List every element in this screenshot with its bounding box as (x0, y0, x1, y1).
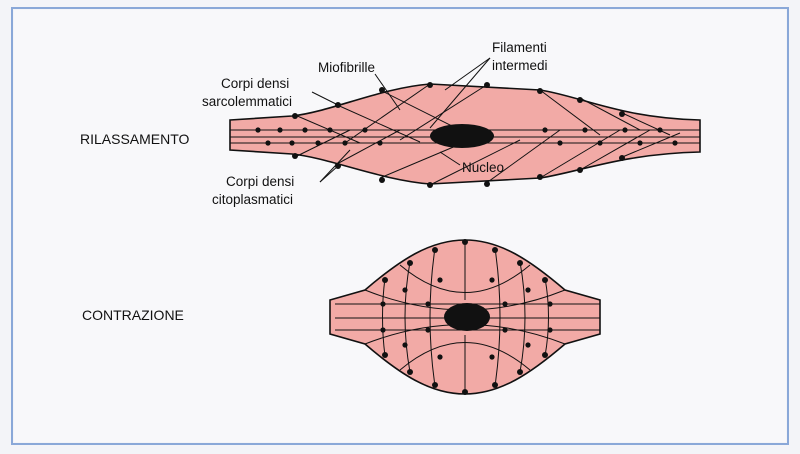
contracted-dense-bodies (380, 239, 553, 395)
relaxed-dense-bodies (255, 82, 678, 188)
contracted-cell (329, 239, 601, 395)
label-intermediate-filaments-line1: Filamenti (492, 40, 547, 55)
label-state-contracted: CONTRAZIONE (82, 307, 184, 323)
label-intermediate-filaments-line2: intermedi (492, 58, 548, 73)
label-cytoplasmic-dense-bodies-line1: Corpi densi (226, 174, 294, 189)
label-state-relaxed: RILASSAMENTO (80, 131, 190, 147)
label-cytoplasmic-dense-bodies-line2: citoplasmatici (212, 192, 293, 207)
label-sarcolemmal-dense-bodies-line2: sarcolemmatici (202, 94, 292, 109)
label-sarcolemmal-dense-bodies-line1: Corpi densi (221, 76, 289, 91)
figure-panel (14, 10, 786, 442)
relaxed-cell (229, 82, 701, 188)
label-nucleus: Nucleo (462, 160, 504, 175)
relaxed-leader-lines (311, 57, 491, 183)
label-myofibrils: Miofibrille (318, 60, 375, 75)
relaxed-nucleus (430, 124, 494, 148)
figure-frame (11, 7, 789, 445)
relaxed-filaments (294, 83, 681, 186)
contracted-nucleus (444, 303, 490, 331)
